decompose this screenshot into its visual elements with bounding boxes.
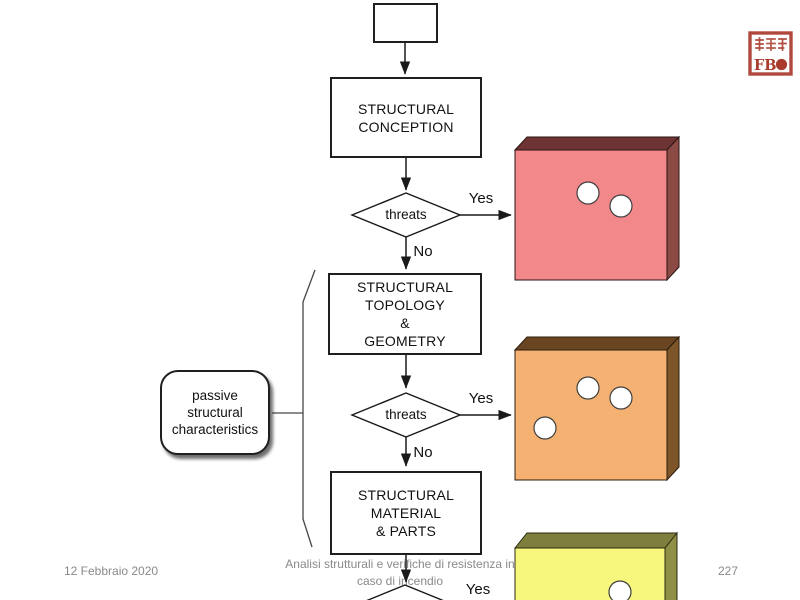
seal-glyph-1	[755, 37, 764, 51]
red-block-side-face	[666, 135, 680, 282]
solid-block-red	[513, 135, 681, 282]
hole	[576, 376, 600, 400]
footer-title: Analisi strutturali e verifiche di resis…	[285, 557, 515, 588]
yellow-block-side-face	[664, 531, 678, 600]
left-brace	[302, 269, 316, 548]
decision-diamond-threats-1	[350, 192, 462, 238]
branch-label-yes-2: Yes	[468, 390, 494, 407]
decision-diamond-threats-3	[366, 584, 444, 600]
solid-block-yellow	[513, 531, 679, 600]
yellow-block-front-face	[514, 547, 666, 600]
hole	[576, 181, 600, 205]
note-brace-group	[272, 269, 316, 548]
hole	[533, 416, 557, 440]
red-block-top-face	[513, 136, 681, 151]
process-box-structural-topology-geometry: STRUCTURAL TOPOLOGY & GEOMETRY	[328, 273, 482, 355]
decision-diamonds	[350, 192, 462, 600]
branch-label-yes-3: Yes	[465, 581, 491, 598]
connector-lines	[399, 43, 512, 583]
solid-block-orange	[513, 335, 681, 482]
yellow-block-holes	[608, 580, 632, 600]
fb-seal-stamp-logo: FB	[748, 31, 793, 76]
footer-page-number: 227	[717, 564, 739, 578]
note-passive-structural-characteristics: passive structural characteristics	[160, 370, 270, 455]
red-block-front-face	[514, 149, 668, 281]
seal-glyph-2	[766, 38, 776, 51]
seal-fb-text: FB	[754, 57, 777, 74]
seal-border	[748, 31, 793, 76]
branch-label-yes-1: Yes	[468, 190, 494, 207]
start-box	[373, 3, 438, 43]
seal-glyphs	[748, 31, 793, 76]
decision-label-threats-1: threats	[385, 207, 427, 222]
orange-block-top-face	[513, 336, 681, 351]
orange-block-side-face	[666, 335, 680, 482]
orange-block-holes	[533, 376, 633, 440]
process-box-structural-material-parts: STRUCTURAL MATERIAL & PARTS	[330, 471, 482, 555]
hole	[609, 386, 633, 410]
footer-date: 12 Febbraio 2020	[64, 564, 159, 578]
branch-label-no-1: No	[413, 243, 433, 260]
red-block-holes	[576, 181, 633, 218]
process-box-structural-conception: STRUCTURAL CONCEPTION	[330, 77, 482, 158]
seal-dot	[775, 58, 788, 71]
branch-label-no-2: No	[413, 444, 433, 461]
orange-block-front-face	[514, 349, 668, 481]
seal-glyph-3	[778, 38, 787, 51]
hole	[609, 194, 633, 218]
decision-diamond-threats-2	[350, 392, 462, 438]
hole	[608, 580, 632, 600]
yellow-block-top-face	[513, 532, 679, 549]
decision-label-threats-2: threats	[385, 407, 427, 422]
